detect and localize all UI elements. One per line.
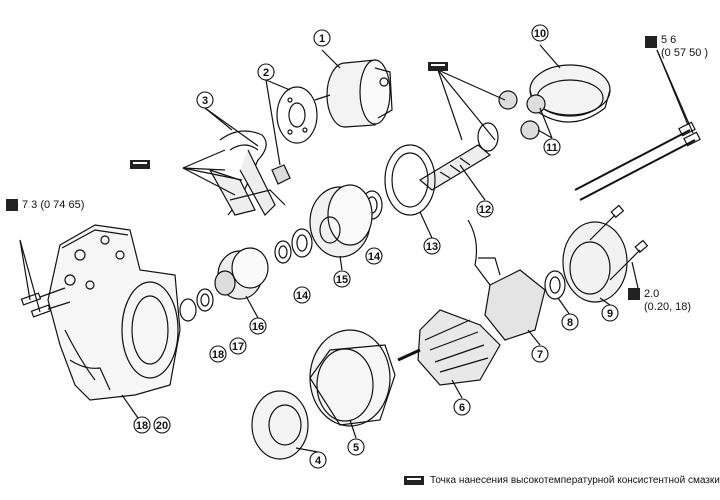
callout-number: 14 <box>296 290 309 302</box>
callout-number: 2 <box>263 67 269 79</box>
callout-number: 1 <box>319 33 325 45</box>
callout-number: 8 <box>567 317 573 329</box>
callout-17: 17 <box>229 337 247 355</box>
legend-text: Точка нанесения высокотемпературной конс… <box>430 475 720 486</box>
part-brush-holder <box>467 219 546 346</box>
callout-9: 9 <box>601 304 619 322</box>
callout-number: 14 <box>368 251 381 263</box>
wrench-icon <box>6 36 657 300</box>
part-armature <box>397 309 501 399</box>
callout-4: 4 <box>309 451 327 469</box>
callout-6: 6 <box>453 398 471 416</box>
callout-number: 20 <box>156 420 168 432</box>
part-plate-packing <box>265 79 318 185</box>
callout-number: 5 <box>353 442 359 454</box>
part-washer-8 <box>544 270 571 316</box>
callout-12: 12 <box>476 200 494 218</box>
callout-7: 7 <box>531 345 549 363</box>
part-ring-18 <box>179 288 214 322</box>
part-gasket <box>384 144 436 239</box>
callout-number: 15 <box>336 274 348 286</box>
callout-number: 7 <box>537 349 543 361</box>
part-yoke <box>309 329 396 439</box>
part-rear-cover <box>562 221 628 306</box>
grease-point-icon <box>130 62 448 169</box>
part-plate-4 <box>251 390 319 460</box>
callout-5: 5 <box>347 438 365 456</box>
part-shift-lever <box>208 130 286 216</box>
part-internal-gear <box>309 184 373 271</box>
callout-number: 13 <box>426 241 438 253</box>
callout-number: 10 <box>534 28 546 40</box>
callout-number: 18 <box>212 349 224 361</box>
part-through-bolts <box>574 49 701 201</box>
torque-label-gearcase: 7 3 (0 74 65) <box>22 199 85 211</box>
callout-11: 11 <box>543 138 561 156</box>
callout-number: 4 <box>315 455 322 467</box>
torque-label-cover: 2.0 (0.20, 18) <box>644 288 692 313</box>
callout-2: 2 <box>257 63 275 81</box>
callout-number: 6 <box>459 402 465 414</box>
callout-number: 18 <box>136 420 148 432</box>
callout-number: 3 <box>202 95 208 107</box>
callout-number: 16 <box>252 321 264 333</box>
callout-number: 9 <box>607 308 613 320</box>
part-washer-16 <box>274 240 292 264</box>
callout-number: 11 <box>546 142 558 154</box>
part-washer-b <box>291 228 313 258</box>
callout-18: 18 <box>209 345 227 363</box>
callout-15: 15 <box>333 270 351 288</box>
part-magnetic-switch <box>314 49 393 128</box>
callout-1: 1 <box>313 29 331 47</box>
torque-label-throughbolt: 5 6 (0 57 50 ) <box>661 34 709 59</box>
part-gear-case <box>47 224 181 419</box>
callout-16: 16 <box>249 317 267 335</box>
callout-8: 8 <box>561 313 579 331</box>
callout-10: 10 <box>531 24 549 42</box>
part-pinion <box>214 247 269 319</box>
callout-13: 13 <box>423 237 441 255</box>
legend: Точка нанесения высокотемпературной конс… <box>404 475 720 486</box>
part-bolts-gearcase <box>19 239 71 318</box>
callout-number: 17 <box>232 341 244 353</box>
callout-3: 3 <box>196 91 214 109</box>
callout-number: 12 <box>479 204 491 216</box>
callout-14: 14 <box>365 247 383 265</box>
callout-14: 14 <box>293 286 311 304</box>
callout-20: 20 <box>153 416 171 434</box>
part-planetary-gears <box>498 90 553 140</box>
callout-18: 18 <box>133 416 151 434</box>
part-screws-cover <box>589 204 649 289</box>
grease-point-icon <box>404 475 424 485</box>
